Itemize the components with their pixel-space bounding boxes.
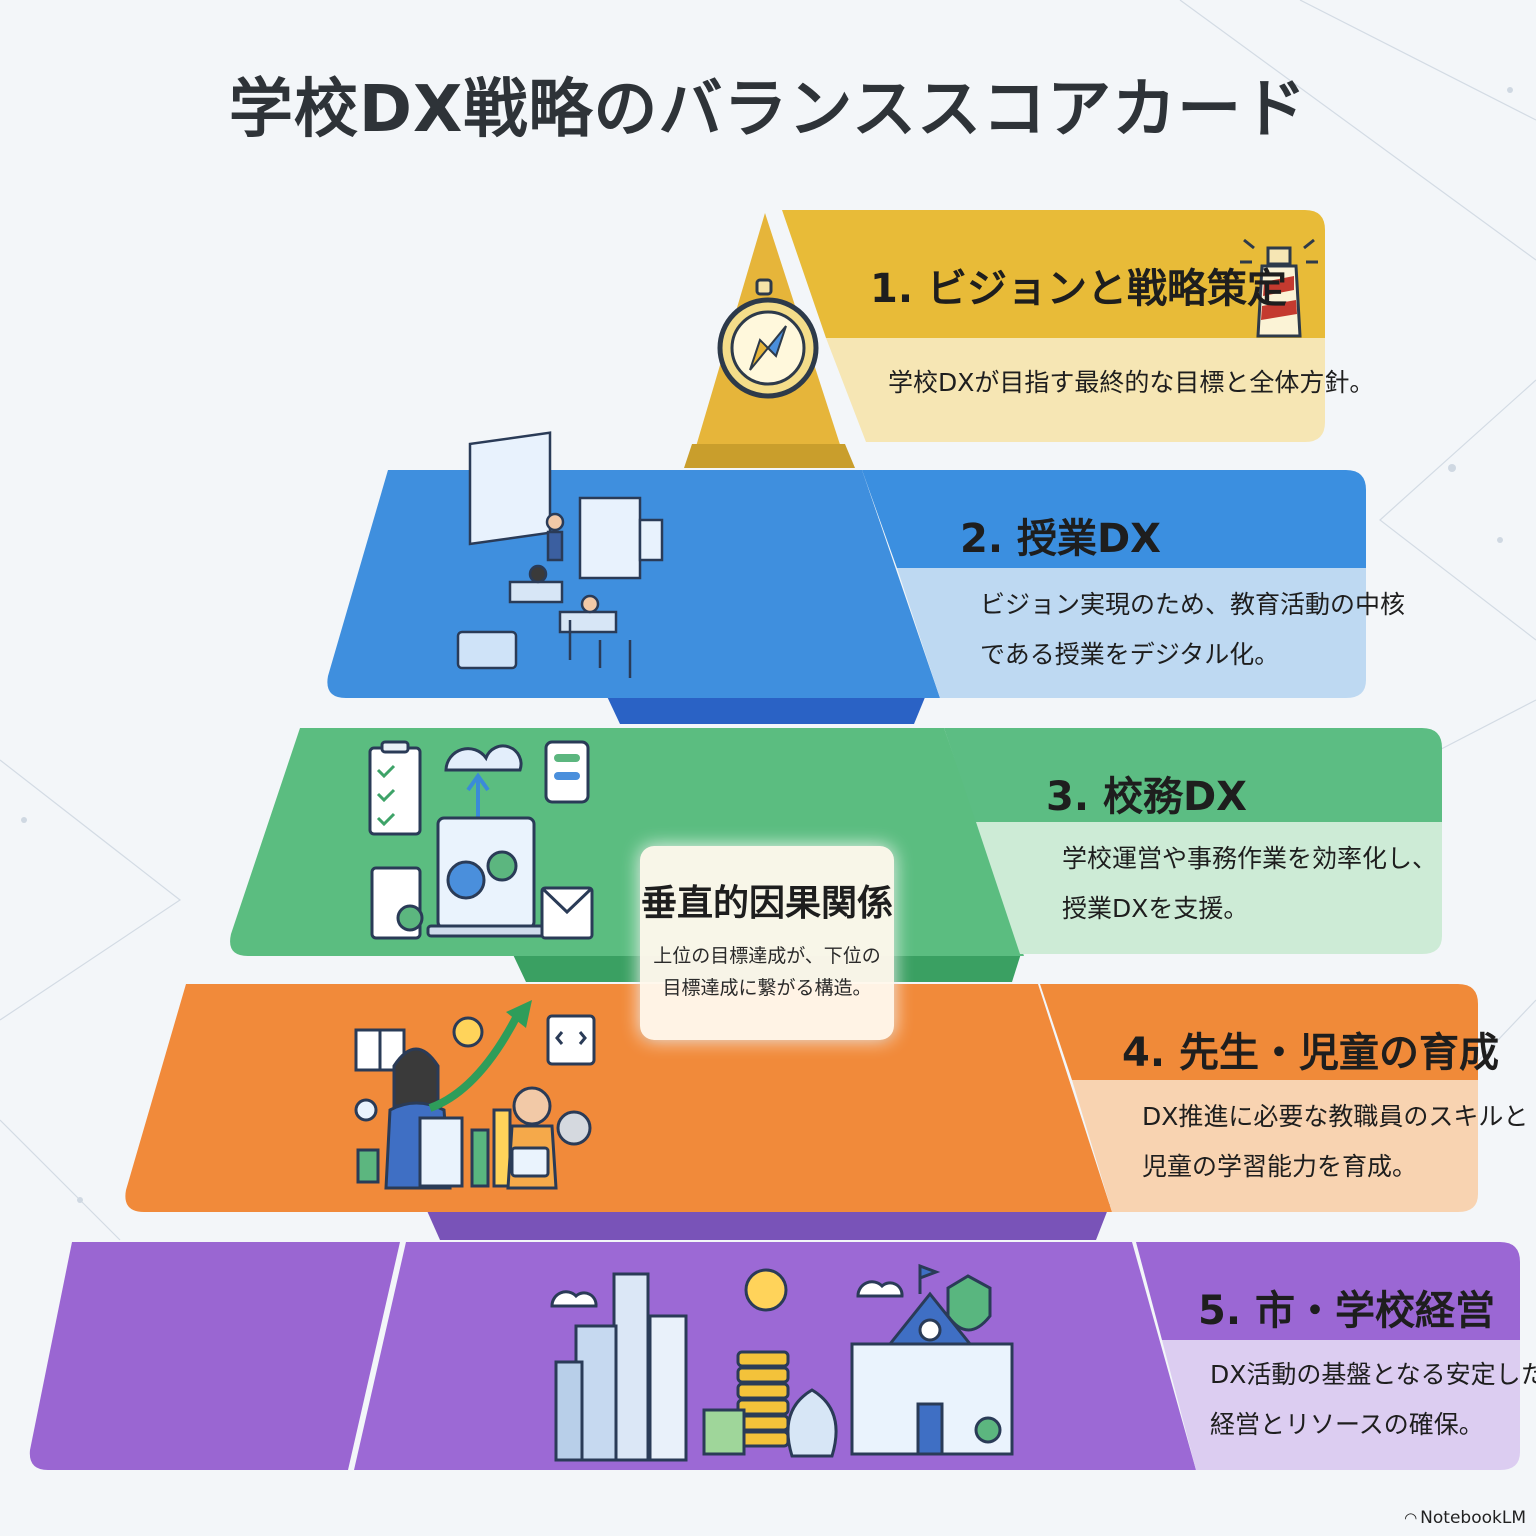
level-5-desc-line: 経営とリソースの確保。 [1210, 1410, 1484, 1439]
compass-icon [717, 278, 819, 399]
level-3-desc-line: 授業DXを支援。 [1062, 894, 1249, 923]
level-2-desc-line: ビジョン実現のため、教育活動の中核 [980, 590, 1406, 619]
city-finance-school-icon [550, 1263, 1014, 1462]
causal-relationship-callout: 垂直的因果関係 上位の目標達成が、下位の 目標達成に繋がる構造。 [640, 846, 894, 1040]
level-5-desc-line: DX活動の基盤となる安定した [1210, 1360, 1536, 1389]
level-1-title: 1. ビジョンと戦略策定 [870, 266, 1287, 312]
level-5-header-band [1136, 1242, 1520, 1340]
level-4-desc-panel [1072, 1080, 1478, 1212]
level-5-desc-panel [1162, 1340, 1520, 1470]
level-3-desc-panel [976, 822, 1442, 954]
office-workflow-icon [368, 740, 594, 940]
level-1-desc-panel [826, 338, 1325, 442]
lighthouse-icon [1240, 238, 1318, 338]
level-3-title: 3. 校務DX [1046, 774, 1247, 820]
level-1-triangle-shade [684, 444, 855, 468]
callout-line: 目標達成に繋がる構造。 [662, 977, 872, 999]
level-1-description: 学校DXが目指す最終的な目標と全体方針。 [888, 358, 1374, 408]
level-5-left-segment [29, 1242, 401, 1470]
level-2-title: 2. 授業DX [960, 516, 1161, 562]
level-4-title: 4. 先生・児童の育成 [1122, 1030, 1499, 1076]
level-3-desc-line: 学校運営や事務作業を効率化し、 [1062, 844, 1438, 873]
notebooklm-logo-icon: ◠ [1404, 1509, 1418, 1527]
level-2-desc-panel [897, 568, 1366, 698]
teacher-student-growth-icon [354, 1000, 596, 1190]
level-2-header-band [862, 470, 1366, 568]
level-4-desc-line: 児童の学習能力を育成。 [1142, 1152, 1418, 1181]
level-2-desc-line: である授業をデジタル化。 [980, 640, 1280, 669]
callout-title: 垂直的因果関係 [640, 883, 893, 924]
notebooklm-watermark: ◠NotebookLM [1404, 1508, 1526, 1528]
level-4-description: DX推進に必要な教職員のスキルと 児童の学習能力を育成。 [1142, 1092, 1528, 1192]
level-1-header-band [782, 210, 1325, 338]
callout-line: 上位の目標達成が、下位の [653, 945, 881, 967]
callout-description: 上位の目標達成が、下位の 目標達成に繋がる構造。 [640, 940, 894, 1004]
level-2-description: ビジョン実現のため、教育活動の中核 である授業をデジタル化。 [980, 580, 1405, 680]
level-3-header-band [944, 728, 1442, 822]
level-4-desc-line: DX推進に必要な教職員のスキルと [1142, 1102, 1529, 1131]
level-1-desc-line: 学校DXが目指す最終的な目標と全体方針。 [888, 368, 1375, 397]
brand-label: NotebookLM [1420, 1508, 1526, 1528]
digital-classroom-icon [456, 431, 664, 678]
page-title: 学校DX戦略のバランススコアカード [228, 73, 1308, 147]
level-3-description: 学校運営や事務作業を効率化し、 授業DXを支援。 [1062, 834, 1437, 934]
level-4-base-shadow [424, 1204, 1110, 1240]
level-5-title: 5. 市・学校経営 [1198, 1288, 1495, 1334]
level-4-header-band [1040, 984, 1478, 1080]
level-2-base-shadow [604, 690, 928, 724]
level-5-description: DX活動の基盤となる安定した 経営とリソースの確保。 [1210, 1350, 1536, 1450]
